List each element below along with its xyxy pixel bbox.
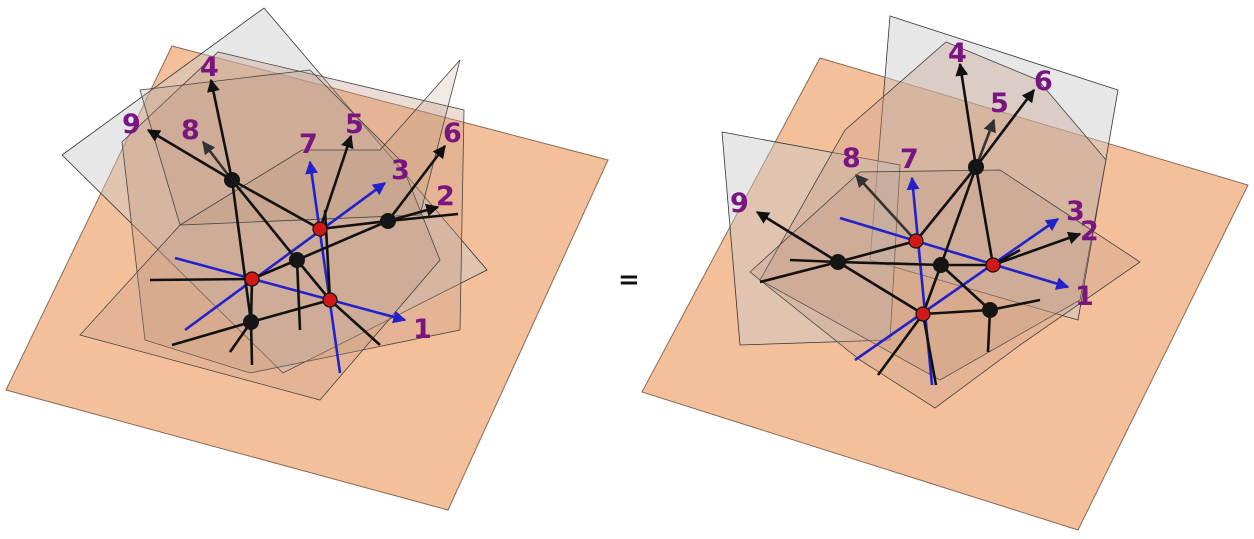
left-label-8: 8 [181,115,200,146]
left-leg-1 [174,256,407,324]
left-label-1: 1 [413,314,432,345]
left-label-4: 4 [200,52,219,83]
left-leg-6 [386,144,447,222]
right-leg-5 [974,118,996,168]
right-black-legs [755,62,1082,267]
right-vertices [830,159,1001,322]
left-leg-5 [318,134,354,230]
right-leg-4 [955,62,978,168]
left-ground-plane [5,45,609,511]
left-leg-7 [305,160,342,374]
right-leg-8 [855,174,917,242]
right-leg-6 [974,88,1036,168]
left-label-6: 6 [443,118,462,149]
left-label-7: 7 [299,129,318,160]
left-black-vertex [380,213,396,229]
left-label-9: 9 [122,109,141,140]
left-leg-9 [146,128,233,182]
left-leg-3 [184,181,387,332]
right-leg-3 [854,217,1060,362]
left-black-vertex [289,252,305,268]
left-black-legs [146,78,459,230]
right-red-vertex [985,257,1001,273]
right-label-2: 2 [1080,216,1099,247]
right-leg-9 [755,210,839,264]
right-label-5: 5 [990,88,1009,119]
left-label-3: 3 [391,155,410,186]
left-leg-2 [387,203,440,223]
right-label-1: 1 [1075,281,1094,312]
right-ground-plane [641,57,1249,531]
right-red-vertex [908,233,924,249]
right-red-vertex [915,306,931,322]
right-label-3: 3 [1066,196,1085,227]
right-label-4: 4 [948,38,967,69]
left-label-2: 2 [436,181,455,212]
left-black-vertex [224,172,240,188]
right-black-vertex [968,159,984,175]
left-black-vertex [243,314,259,330]
left-label-5: 5 [345,109,364,140]
right-label-7: 7 [900,144,919,175]
left-red-vertex [244,271,260,287]
right-internal-edges [759,166,1041,386]
right-leg-2 [992,231,1082,267]
left-leg-4 [207,78,234,181]
left-leg-labels: 1 2 3 4 5 6 7 8 9 [122,52,462,345]
right-diagram: 1 2 3 4 5 6 7 8 9 [641,15,1249,531]
left-vertices [224,172,396,330]
left-red-vertex [312,221,328,237]
left-inner-plane [178,59,461,226]
right-black-vertex [933,257,949,273]
right-label-6: 6 [1034,66,1053,97]
right-label-9: 9 [730,188,749,219]
left-blue-legs [174,160,407,374]
left-diagram: 1 2 3 4 5 6 7 8 9 [5,7,609,511]
right-black-vertex [982,302,998,318]
right-leg-1 [839,216,1070,290]
equals-sign: = [618,265,640,295]
left-red-vertex [322,292,338,308]
right-black-vertex [830,254,846,270]
right-label-8: 8 [842,143,861,174]
right-leg-labels: 1 2 3 4 5 6 7 8 9 [730,38,1099,312]
left-tilted-plane-gray [61,7,488,374]
right-gray-plane-back [869,15,1119,321]
right-vertical-plane [759,41,1107,381]
